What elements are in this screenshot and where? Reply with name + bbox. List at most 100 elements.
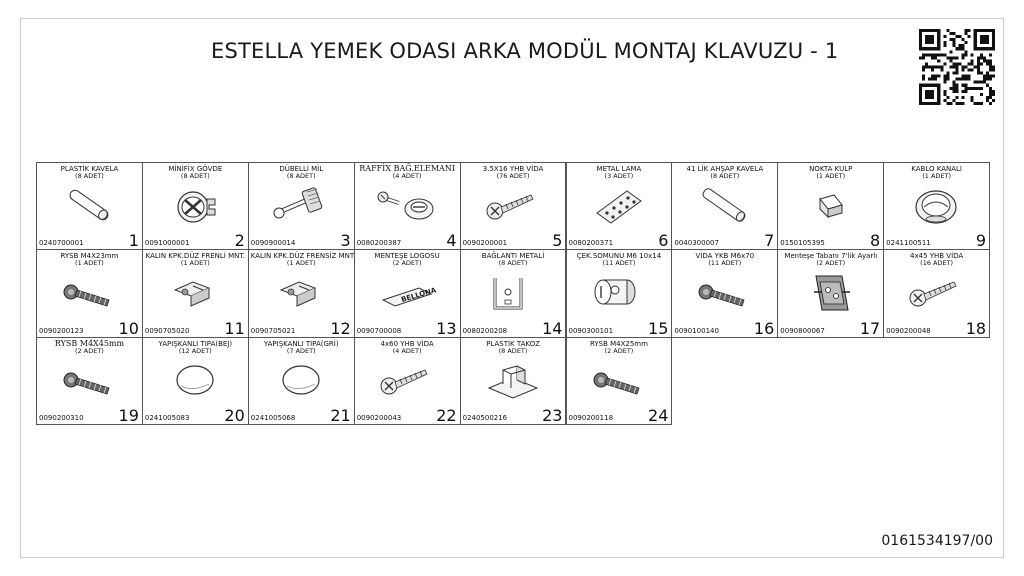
part-code: 0090700008 xyxy=(356,326,402,335)
part-code: 0240700001 xyxy=(39,239,84,248)
screw-icon xyxy=(375,358,439,402)
raffix-connector-icon xyxy=(375,183,439,227)
part-quantity: (8 ADET) xyxy=(498,259,528,268)
bolt-icon xyxy=(57,270,121,314)
part-cell: MİNİFİX GÖVDE(8 ADET) 0091000001 2 xyxy=(141,162,249,251)
part-name: 3.5X16 YHB VİDA xyxy=(482,165,544,173)
part-quantity: (8 ADET) xyxy=(498,346,528,355)
part-number: 6 xyxy=(658,231,669,251)
part-quantity: (1 ADET) xyxy=(816,172,846,180)
part-name: PLASTİK KAVELA xyxy=(60,165,119,173)
part-cell: MENTEŞE LOGOSU(2 ADET) BELLONA 0090700008 1… xyxy=(353,249,461,338)
dowel-icon xyxy=(57,183,121,227)
part-code: 0241005068 xyxy=(250,413,296,422)
document-number: 0161534197/00 xyxy=(881,533,993,549)
part-name: RYSB M4X45mm xyxy=(54,338,125,348)
part-number: 18 xyxy=(965,318,987,338)
part-number: 1 xyxy=(128,231,139,251)
part-number: 20 xyxy=(224,405,245,425)
part-number: 5 xyxy=(552,231,563,251)
part-code: 0090200048 xyxy=(886,326,931,335)
part-quantity: (2 ADET) xyxy=(816,259,846,268)
part-quantity: (76 ADET) xyxy=(496,172,530,180)
part-number: 4 xyxy=(446,231,457,251)
part-name: DÜBELLİ MİL xyxy=(279,165,324,173)
part-number: 13 xyxy=(436,318,457,338)
part-number: 11 xyxy=(224,318,245,338)
part-quantity: (11 ADET) xyxy=(602,259,636,268)
part-cell: Menteşe Tabanı 7'lik Ayarlı(2 ADET)00908… xyxy=(777,249,885,338)
part-number: 2 xyxy=(234,231,245,251)
part-quantity: (2 ADET) xyxy=(604,346,634,355)
part-cell: RAFFİX BAĞ.ELEMANI(4 ADET) 0080200387 4 xyxy=(353,162,461,251)
bolt-icon xyxy=(692,270,756,314)
part-code: 0080200387 xyxy=(356,239,402,248)
part-name: 4x45 YHB VİDA xyxy=(910,252,964,261)
part-name: Menteşe Tabanı 7'lik Ayarlı xyxy=(784,252,878,261)
part-code: 0080200371 xyxy=(568,239,614,248)
part-name: ÇEK.SOMUNU M6 10x14 xyxy=(576,252,662,261)
cable-grommet-icon xyxy=(904,183,968,227)
part-name: RAFFİX BAĞ.ELEMANI xyxy=(359,164,455,173)
part-quantity: (1 ADET) xyxy=(180,259,210,268)
part-number: 15 xyxy=(648,318,669,338)
part-quantity: (8 ADET) xyxy=(75,172,104,180)
part-name: 41 LİK AHŞAP KAVELA xyxy=(686,165,764,173)
part-quantity: (3 ADET) xyxy=(604,172,634,180)
part-number: 12 xyxy=(330,318,351,338)
part-name: VİDA YKB M6x70 xyxy=(695,252,755,261)
bracket-icon xyxy=(481,270,545,314)
part-code: 0241005083 xyxy=(144,413,190,422)
part-number: 22 xyxy=(436,405,457,425)
part-cell: 3.5X16 YHB VİDA(76 ADET) 0090200001 5 xyxy=(459,162,567,251)
hinge-logo-icon: BELLONA xyxy=(375,270,439,314)
part-quantity: (2 ADET) xyxy=(392,259,422,268)
part-code: 0090300101 xyxy=(568,326,614,335)
part-name: MİNİFİX GÖVDE xyxy=(168,165,223,173)
part-number: 19 xyxy=(118,405,139,425)
part-number: 14 xyxy=(542,318,563,338)
part-number: 16 xyxy=(753,318,775,338)
part-quantity: (16 ADET) xyxy=(920,259,954,268)
part-code: 0090200001 xyxy=(462,239,508,248)
part-name: MENTEŞE LOGOSU xyxy=(374,252,440,261)
part-quantity: (4 ADET) xyxy=(392,172,422,180)
part-code: 0090200310 xyxy=(39,413,84,422)
part-name: 4x60 YHB VİDA xyxy=(380,339,434,348)
plastic-block-icon xyxy=(481,358,545,402)
screw-icon xyxy=(481,183,545,227)
part-quantity: (8 ADET) xyxy=(180,172,210,180)
part-cell: KALIN KPK.DÜZ FRENLİ MNT.(1 ADET)0090705… xyxy=(141,249,249,338)
barrel-nut-icon xyxy=(587,270,651,314)
part-cell: METAL LAMA(3 ADET) 0080200371 6 xyxy=(565,162,673,251)
part-name: PLASTİK TAKOZ xyxy=(486,339,540,348)
qr-code-icon xyxy=(919,29,995,105)
part-quantity: (12 ADET) xyxy=(178,346,212,355)
part-code: 0150105395 xyxy=(780,239,825,248)
part-name: YAPIŞKANLI TIPA(GRİ) xyxy=(263,339,339,348)
part-name: KALIN KPK.DÜZ FRENSİZ MNT. xyxy=(250,252,356,261)
minifix-body-icon xyxy=(163,183,227,227)
part-number: 7 xyxy=(764,231,775,251)
part-code: 0091000001 xyxy=(144,239,190,248)
part-name: RYSB M4X25mm xyxy=(589,339,648,348)
part-quantity: (8 ADET) xyxy=(286,172,316,180)
part-name: METAL LAMA xyxy=(596,165,642,173)
part-quantity: (11 ADET) xyxy=(708,259,742,268)
part-cell: 4x45 YHB VİDA(16 ADET) 0090200048 18 xyxy=(883,249,991,338)
page-title: ESTELLA YEMEK ODASI ARKA MODÜL MONTAJ KL… xyxy=(211,39,839,63)
bolt-icon xyxy=(587,358,651,402)
part-name: KALIN KPK.DÜZ FRENLİ MNT. xyxy=(145,252,246,261)
part-code: 0090705021 xyxy=(250,326,296,335)
part-cell: ÇEK.SOMUNU M6 10x14(11 ADET) 0090300101 15 xyxy=(565,249,673,338)
